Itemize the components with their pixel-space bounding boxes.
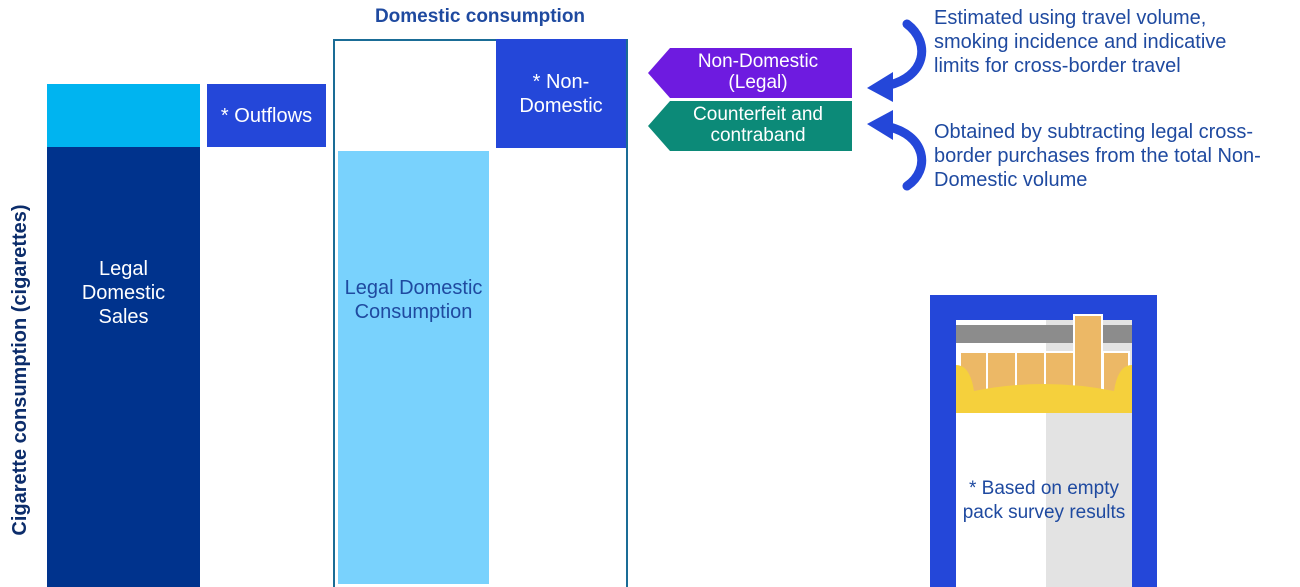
non-domestic-label: * Non-Domestic xyxy=(519,70,603,117)
counterfeit-label: Counterfeit and contraband xyxy=(693,104,823,146)
legal-domestic-consumption-bar: Legal Domestic Consumption xyxy=(338,151,489,584)
legal-domestic-sales-label: Legal Domestic Sales xyxy=(81,258,166,328)
non-domestic-legal-label: Non-Domestic (Legal) xyxy=(697,51,819,93)
cigarette-pack-icon: * Based on empty pack survey results xyxy=(930,295,1157,587)
legal-domestic-sales-bar: Legal Domestic Sales xyxy=(47,147,200,587)
legal-domestic-consumption-label: Legal Domestic Consumption xyxy=(344,276,483,323)
pack-note: * Based on empty pack survey results xyxy=(962,478,1126,523)
outflow-segment xyxy=(47,84,200,147)
curved-arrow-icon xyxy=(867,19,927,102)
non-domestic-legal-tag: Non-Domestic (Legal) xyxy=(648,48,852,98)
counterfeit-tag: Counterfeit and contraband xyxy=(648,101,852,151)
legal-estimate-note: Estimated using travel volume, smoking i… xyxy=(934,7,1227,77)
y-axis-label: Cigarette consumption (cigarettes) xyxy=(9,204,31,536)
non-domestic-box: * Non-Domestic xyxy=(496,39,626,148)
outflows-label: * Outflows xyxy=(220,104,313,127)
domestic-consumption-title: Domestic consumption xyxy=(374,6,586,27)
curved-arrow-icon xyxy=(867,110,927,191)
counterfeit-estimate-note: Obtained by subtracting legal cross-bord… xyxy=(934,121,1261,191)
domestic-consumption-frame xyxy=(333,39,628,587)
outflows-box: * Outflows xyxy=(207,84,326,147)
